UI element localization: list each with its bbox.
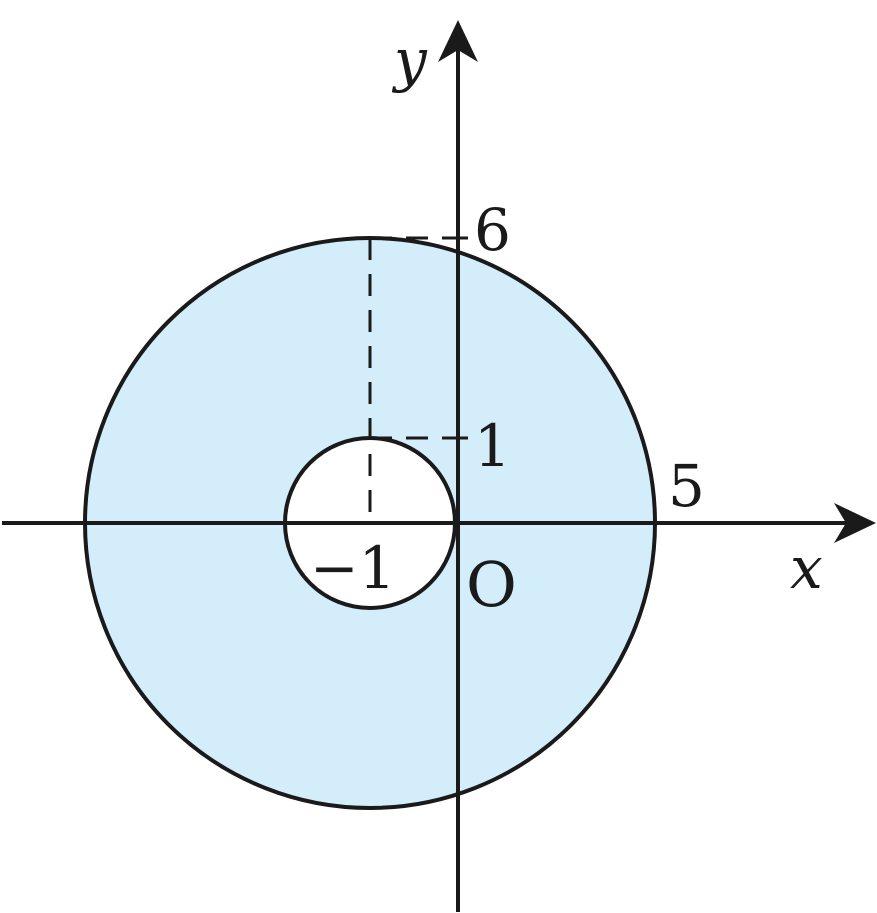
x-axis-label: x [790,534,823,602]
tick-label-one: 1 [474,412,511,480]
y-axis-label: y [391,26,428,94]
origin-label: O [466,548,517,621]
tick-label-five: 5 [668,452,705,520]
tick-label-minus-one: −1 [310,534,396,602]
x-axis-arrowhead [834,503,876,543]
y-axis-arrowhead [438,20,478,62]
tick-label-six: 6 [474,196,511,264]
